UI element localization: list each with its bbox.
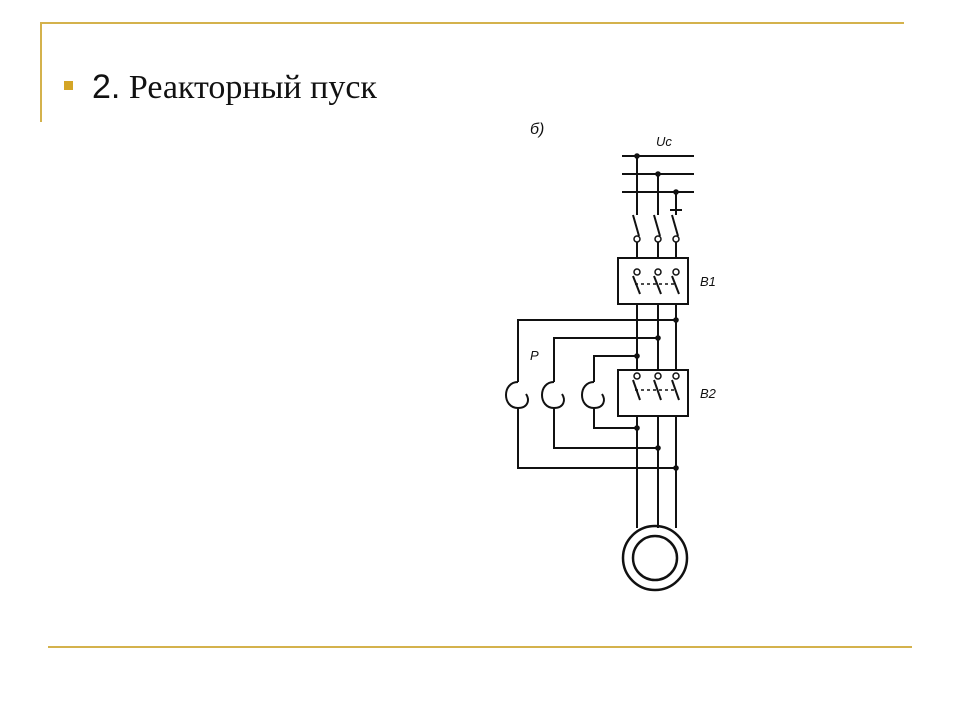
frame-bottom-line [48, 646, 912, 648]
title-text: Реакторный пуск [120, 69, 377, 106]
supply-voltage-label: Uc [656, 134, 672, 149]
breaker-b2-label: B2 [700, 386, 717, 401]
diagram-sub-label: б) [530, 121, 544, 138]
breaker-b1-label: B1 [700, 274, 716, 289]
slide-title: 2. Реакторный пуск [92, 68, 377, 107]
frame-left-line [40, 22, 42, 122]
frame-top-line [40, 22, 904, 24]
reactor-label: P [530, 348, 539, 363]
title-number: 2. [92, 68, 121, 106]
reactor-start-diagram: б) Uc B1 B2 P [505, 121, 717, 592]
bullet-square-icon [64, 81, 73, 90]
